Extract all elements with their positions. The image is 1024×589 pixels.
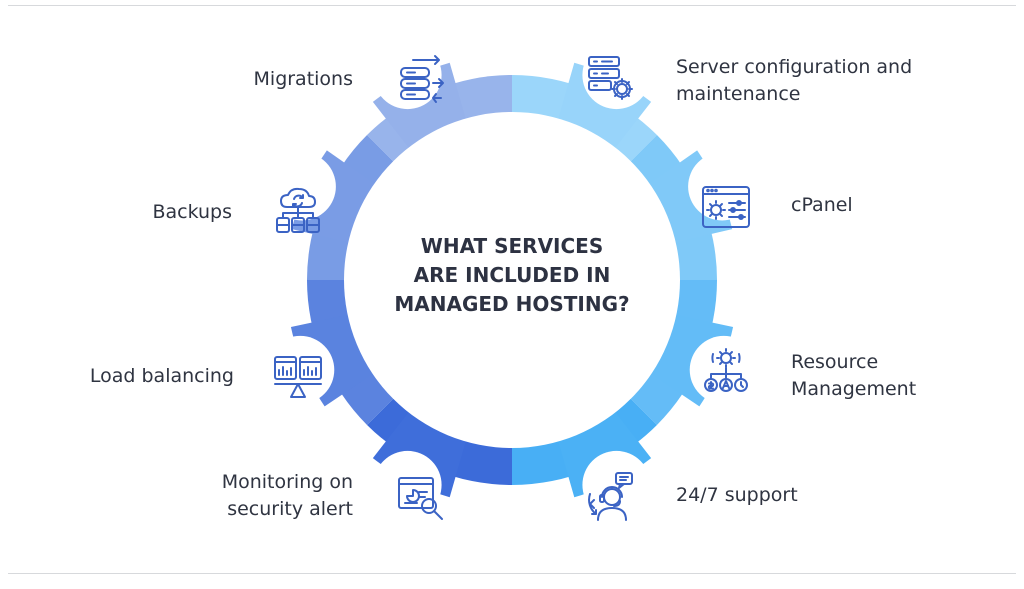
bottom-divider bbox=[8, 573, 1016, 574]
center-disc bbox=[344, 112, 680, 448]
service-monitoring-label-line-2: security alert bbox=[227, 498, 353, 520]
icon-holder bbox=[689, 335, 758, 404]
service-server-config-label-line-1: Server configuration and bbox=[676, 56, 913, 78]
service-support: 24/7 support bbox=[676, 482, 798, 509]
service-monitoring-label-line-1: Monitoring on bbox=[221, 471, 353, 493]
center-title: WHAT SERVICES ARE INCLUDED IN MANAGED HO… bbox=[372, 232, 652, 319]
service-cpanel-label: cPanel bbox=[791, 194, 853, 216]
service-resource-management: Resource Management bbox=[791, 349, 916, 403]
service-resource-management-label-line-2: Management bbox=[791, 378, 917, 400]
load-balancer-icon bbox=[271, 351, 325, 405]
service-backups: Backups bbox=[152, 199, 232, 226]
service-support-label: 24/7 support bbox=[676, 484, 798, 506]
center-title-line-3: MANAGED HOSTING? bbox=[394, 292, 630, 316]
resource-management-icon bbox=[699, 346, 753, 400]
service-migrations: Migrations bbox=[254, 66, 353, 93]
service-load-balancing: Load balancing bbox=[90, 363, 234, 390]
service-migrations-label: Migrations bbox=[253, 68, 353, 90]
icon-holder bbox=[267, 152, 336, 221]
service-backups-label: Backups bbox=[152, 201, 232, 223]
control-panel-icon bbox=[699, 181, 753, 235]
cloud-backup-icon bbox=[271, 185, 325, 239]
icon-holder bbox=[373, 41, 442, 110]
support-headset-icon bbox=[584, 470, 638, 524]
top-divider bbox=[8, 5, 1016, 6]
service-monitoring: Monitoring on security alert bbox=[222, 469, 353, 523]
server-gear-icon bbox=[584, 51, 638, 105]
service-server-config-label-line-2: maintenance bbox=[676, 83, 801, 105]
service-server-config: Server configuration and maintenance bbox=[676, 54, 912, 108]
icon-holder bbox=[582, 41, 651, 110]
service-cpanel: cPanel bbox=[791, 192, 853, 219]
service-load-balancing-label: Load balancing bbox=[89, 365, 234, 387]
center-title-line-2: ARE INCLUDED IN bbox=[413, 263, 611, 287]
service-resource-management-label-line-1: Resource bbox=[791, 351, 879, 373]
center-title-line-1: WHAT SERVICES bbox=[420, 234, 604, 258]
security-monitoring-icon bbox=[393, 470, 447, 524]
database-transfer-icon bbox=[393, 52, 447, 106]
